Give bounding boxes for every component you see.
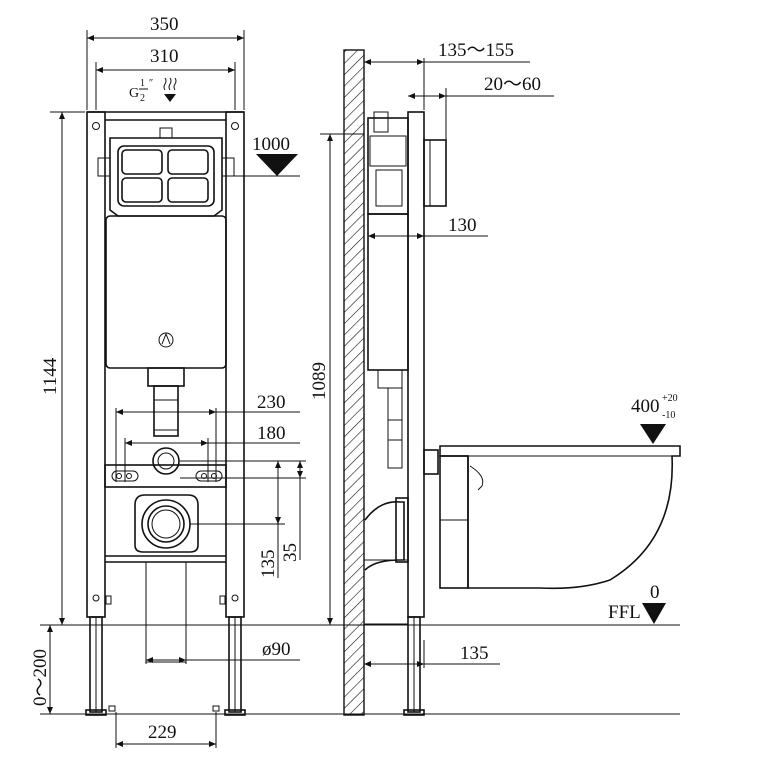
dim-height-1089: 1089 bbox=[309, 362, 330, 400]
dim-135-side: 135 bbox=[460, 643, 489, 664]
dim-130: 130 bbox=[448, 215, 477, 236]
side-flush-plate bbox=[423, 139, 447, 207]
frame-right-upright bbox=[225, 111, 245, 618]
ffl-label: FFL bbox=[608, 602, 641, 623]
level-1000-marker-icon bbox=[256, 154, 298, 176]
dim-135-155: 135～155 bbox=[438, 40, 514, 61]
side-frame-upright bbox=[407, 111, 425, 618]
front-view: 350 310 G 1 2 ″ 1000 1144 230 180 bbox=[30, 14, 310, 748]
dim-180: 180 bbox=[257, 423, 286, 444]
side-view: 135～155 20～60 130 1089 400 +20 -10 0 FFL… bbox=[309, 40, 681, 716]
dim-diameter-90: ø90 bbox=[262, 639, 291, 660]
bowl-height-marker-icon bbox=[640, 424, 666, 444]
dim-height-1000: 1000 bbox=[252, 134, 290, 155]
dim-foot-range: 0～200 bbox=[30, 649, 51, 706]
dim-229: 229 bbox=[148, 722, 177, 743]
drain-outlet-housing bbox=[134, 494, 199, 553]
dim-width-350: 350 bbox=[150, 14, 179, 35]
mounting-crossbar bbox=[104, 464, 227, 488]
inlet-thread-denominator: 2 bbox=[140, 93, 145, 104]
inlet-thread-label: G bbox=[129, 86, 139, 101]
dim-230: 230 bbox=[257, 392, 286, 413]
dim-20-60: 20～60 bbox=[484, 74, 541, 95]
side-drain-elbow bbox=[364, 501, 405, 571]
water-inlet-pipe bbox=[152, 447, 180, 475]
ffl-marker-icon bbox=[642, 603, 666, 624]
drain-pipe bbox=[145, 561, 187, 663]
drain-outlet bbox=[141, 499, 191, 549]
frame-left-upright bbox=[86, 111, 106, 618]
inlet-arrow-icon bbox=[164, 94, 176, 102]
dim-135-front: 135 bbox=[258, 550, 279, 579]
water-inlet-icon bbox=[163, 77, 177, 91]
toilet-bowl bbox=[439, 445, 681, 590]
dim-bowl-height-400: 400 bbox=[631, 396, 660, 417]
dim-width-310: 310 bbox=[150, 46, 179, 67]
cistern-body bbox=[105, 215, 227, 369]
dim-ffl-zero: 0 bbox=[650, 582, 660, 603]
flush-button-1 bbox=[121, 149, 163, 175]
dim-height-1144: 1144 bbox=[40, 357, 61, 395]
side-cistern-body bbox=[367, 213, 409, 371]
flush-button-2 bbox=[167, 149, 209, 175]
dim-bowl-tol-plus: +20 bbox=[662, 393, 678, 404]
wall-section bbox=[343, 49, 365, 716]
dim-bowl-tol-minus: -10 bbox=[662, 410, 675, 421]
dim-35: 35 bbox=[280, 543, 301, 562]
inlet-thread-numerator: 1 bbox=[140, 78, 145, 89]
inlet-thread-inch: ″ bbox=[149, 78, 153, 89]
cistern-outlet bbox=[147, 367, 185, 387]
